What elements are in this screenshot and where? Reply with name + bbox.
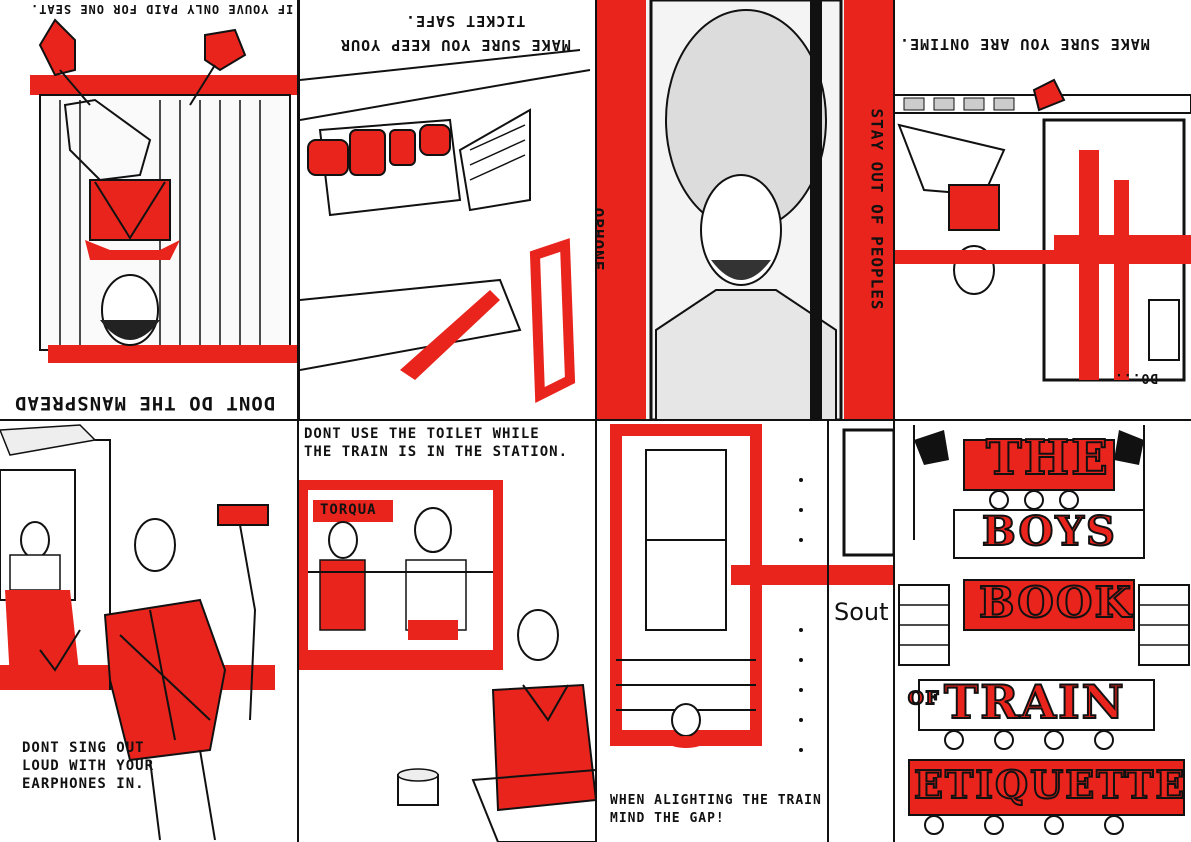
cover-word-train: TRAIN xyxy=(943,674,1126,730)
toilet-caption-line1: DONT USE THE TOILET WHILE xyxy=(304,426,540,442)
singing-caption-line1: DONT SING OUT xyxy=(22,740,145,756)
divider-vertical-3 xyxy=(893,0,895,842)
toilet-caption-line2: THE TRAIN IS IN THE STATION. xyxy=(304,444,569,460)
manspread-illustration xyxy=(30,18,298,363)
stay-out-side-left: OPHONE xyxy=(596,207,608,272)
panel-stay-out: OPHONE STAY OUT OF PEOPLES xyxy=(596,0,894,420)
cover-word-boys: BOYS xyxy=(981,507,1117,556)
toilet-illustration xyxy=(298,480,596,842)
manspread-caption: DONT DO THE MANSPREAD xyxy=(14,392,276,414)
cover-word-etiquette: ETIQUETTE xyxy=(913,761,1187,808)
gap-illustration xyxy=(610,420,894,842)
cover-train-drawings xyxy=(898,425,1190,835)
panel-cover: THE BOYS BOOK OF TRAIN ETIQUETTE xyxy=(894,420,1191,842)
gap-caption-line2: MIND THE GAP! xyxy=(610,811,725,826)
stay-out-side-right: STAY OUT OF PEOPLES xyxy=(867,108,887,311)
stay-out-illustration xyxy=(596,0,894,420)
singing-caption-line3: EARPHONES IN. xyxy=(22,776,145,792)
panel-ontime: MAKE SURE YOU ARE ONTIME. DO... xyxy=(894,0,1191,420)
divider-vertical-2 xyxy=(595,0,597,842)
gap-caption-line1: WHEN ALIGHTING THE TRAIN xyxy=(610,793,822,808)
manspread-top-caption: IF YOUVE ONLY PAID FOR ONE SEAT. xyxy=(30,2,294,16)
singing-illustration xyxy=(0,424,275,841)
cover-word-of: OF xyxy=(907,687,941,710)
gap-sign: Sout xyxy=(834,598,889,626)
singing-caption-line2: LOUD WITH YOUR xyxy=(22,758,155,774)
panel-gap: Sout WHEN ALIGHTING THE TRAIN MIND THE G… xyxy=(596,420,894,842)
divider-vertical-1 xyxy=(297,0,299,842)
ticket-caption-line2: TICKET SAFE. xyxy=(405,12,526,30)
ontime-illustration xyxy=(894,78,1191,382)
ontime-sub: DO... xyxy=(1114,370,1159,385)
panel-manspread: DONT DO THE MANSPREAD IF YOUVE ONLY PAID… xyxy=(0,0,298,420)
ontime-caption: MAKE SURE YOU ARE ONTIME. xyxy=(899,35,1150,53)
panel-ticket: MAKE SURE YOU KEEP YOUR TICKET SAFE. xyxy=(298,0,598,420)
cover-word-book: BOOK xyxy=(978,577,1133,628)
cover-word-the: THE xyxy=(985,429,1110,487)
panel-singing: DONT SING OUT LOUD WITH YOUR EARPHONES I… xyxy=(0,420,298,842)
ticket-illustration xyxy=(300,49,591,403)
panel-toilet: DONT USE THE TOILET WHILE THE TRAIN IS I… xyxy=(298,420,596,842)
toilet-sign: TORQUA xyxy=(320,502,377,518)
ticket-caption-line1: MAKE SURE YOU KEEP YOUR xyxy=(340,36,571,54)
